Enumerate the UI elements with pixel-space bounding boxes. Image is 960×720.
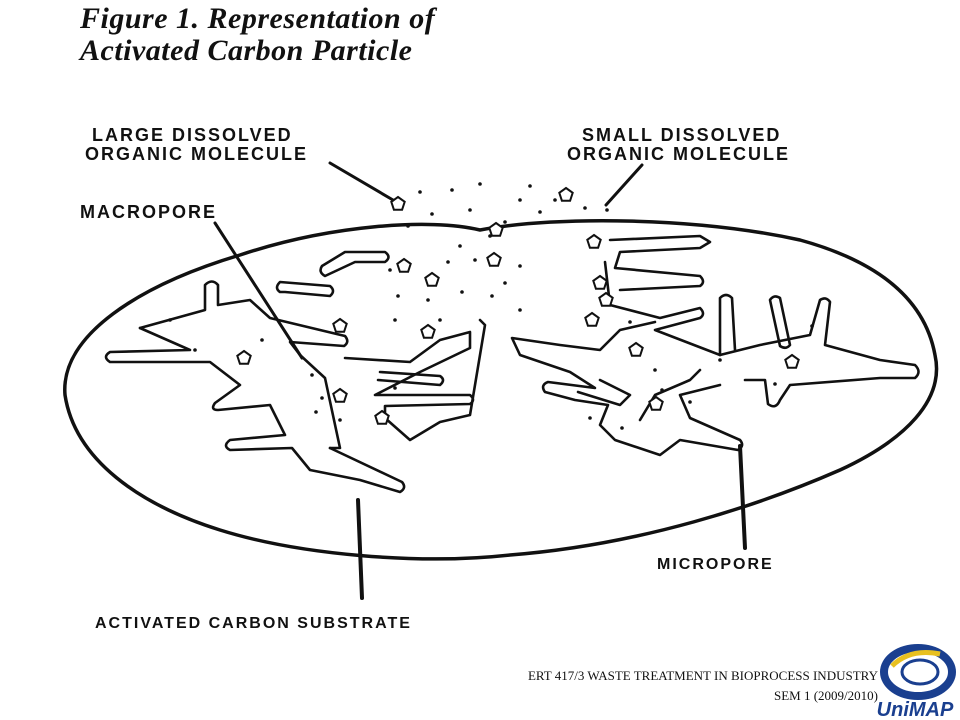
macropore-pointer — [213, 221, 304, 360]
pentagon-molecule-icon — [486, 251, 502, 267]
pentagon-molecule-icon — [598, 291, 614, 307]
right-pore-network — [510, 234, 920, 457]
large-molecule-pointer — [328, 161, 395, 202]
pentagon-molecule-icon — [488, 221, 504, 237]
molecule-group — [236, 186, 800, 425]
substrate-pointer — [356, 498, 364, 600]
figure-title-line2: Activated Carbon Particle — [80, 34, 413, 67]
pentagon-molecule-icon — [374, 409, 390, 425]
logo-text: UniMAP — [877, 699, 954, 720]
label-substrate: ACTIVATED CARBON SUBSTRATE — [95, 615, 412, 632]
pentagon-molecule-icon — [396, 257, 412, 273]
footer-course-title: ERT 417/3 WASTE TREATMENT IN BIOPROCESS … — [527, 668, 878, 683]
figure-title-line1: Figure 1. Representation of — [80, 2, 436, 35]
pentagon-molecule-icon — [424, 271, 440, 287]
label-small-molecule-line1: SMALL DISSOLVED — [582, 125, 781, 145]
pentagon-molecule-icon — [586, 233, 602, 249]
left-pore-network — [104, 250, 487, 494]
footer-semester: SEM 1 (2009/2010) — [774, 688, 878, 703]
carbon-particle-outline — [63, 218, 939, 561]
pentagon-molecule-icon — [420, 323, 436, 339]
pentagon-molecule-icon — [592, 274, 608, 290]
pentagon-molecule-icon — [648, 395, 664, 411]
pentagon-molecule-icon — [584, 311, 600, 327]
pentagon-molecule-icon — [332, 387, 348, 403]
pointer-lines — [213, 161, 747, 600]
pentagon-molecule-icon — [558, 186, 574, 202]
pentagon-molecule-icon — [332, 317, 348, 333]
logo-yellow-arc — [890, 650, 941, 668]
micropore-pointer — [738, 444, 747, 550]
label-large-molecule-line2: ORGANIC MOLECULE — [85, 144, 308, 164]
logo-swoosh-outer — [880, 644, 956, 700]
scattered-dots — [168, 182, 814, 430]
label-macropore: MACROPORE — [80, 202, 217, 222]
pentagon-molecule-icon — [784, 353, 800, 369]
small-molecule-pointer — [604, 163, 644, 207]
label-large-molecule-line1: LARGE DISSOLVED — [92, 125, 293, 145]
label-small-molecule-line2: ORGANIC MOLECULE — [567, 144, 790, 164]
logo-swoosh-inner — [900, 658, 940, 686]
unimap-logo: UniMAP — [877, 644, 956, 720]
label-micropore: MICROPORE — [657, 556, 774, 573]
pentagon-molecule-icon — [628, 341, 644, 357]
pentagon-molecule-icon — [236, 349, 252, 365]
